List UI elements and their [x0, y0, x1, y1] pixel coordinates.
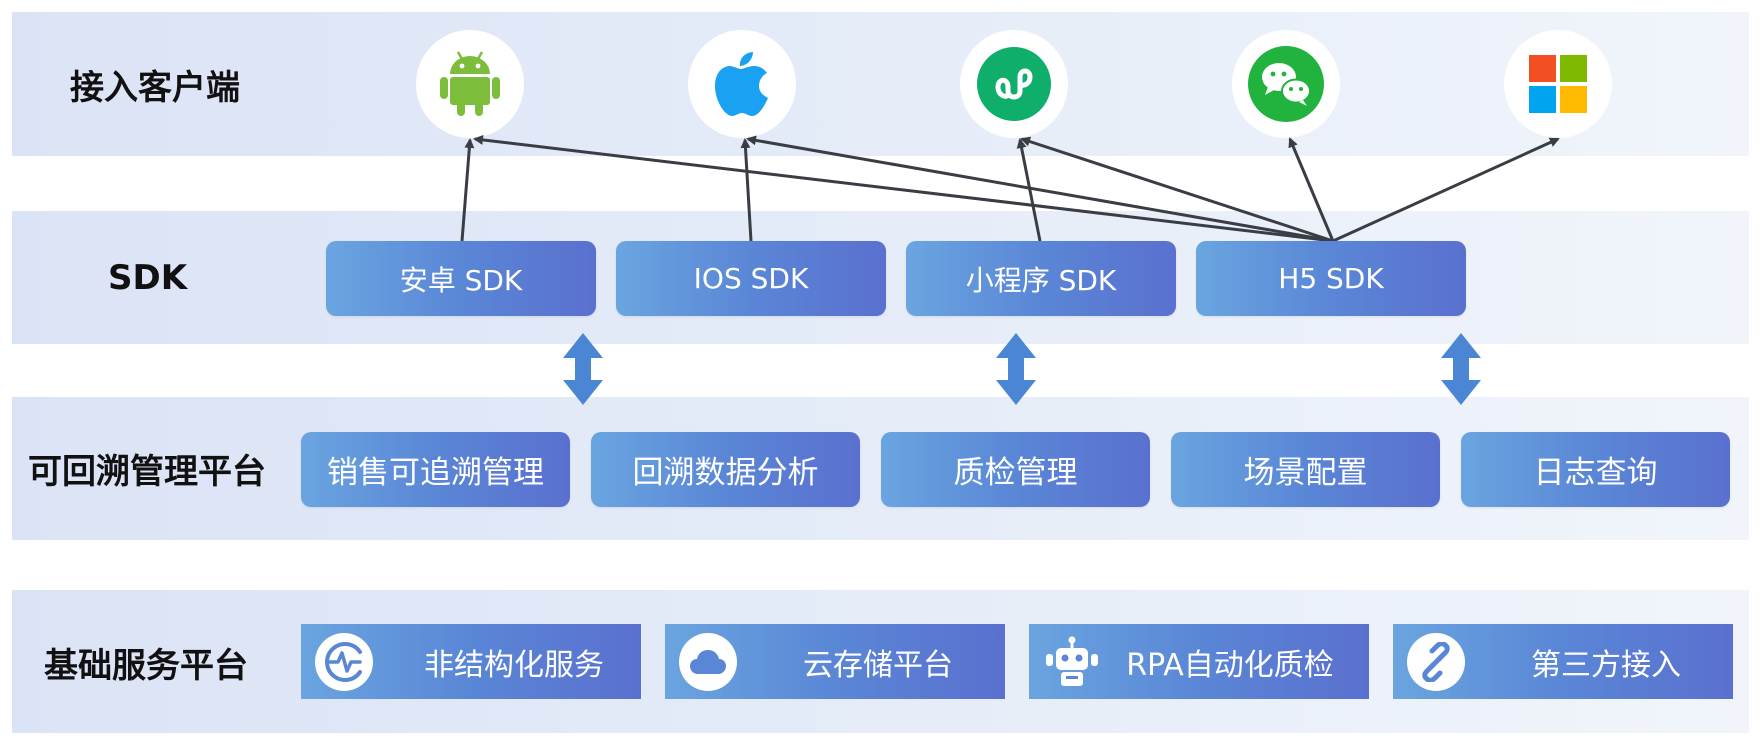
platform-scene-config: 场景配置	[1171, 432, 1440, 507]
sdk-ios: IOS SDK	[616, 241, 886, 316]
robot-icon	[1043, 633, 1101, 691]
platform-sales-trace: 销售可追溯管理	[301, 432, 570, 507]
double-arrow-1	[563, 333, 603, 405]
double-arrow-3	[1441, 333, 1481, 405]
sdk-label: SDK	[108, 258, 188, 298]
client-wechat	[1232, 30, 1340, 138]
sdk-h5: H5 SDK	[1196, 241, 1466, 316]
pulse-icon	[315, 633, 373, 691]
arrow-h5-to-android	[473, 134, 1334, 243]
base-unstructured: 非结构化服务	[301, 624, 641, 699]
arrow-ios-sdk-to-ios	[740, 138, 753, 242]
double-arrow-2	[996, 333, 1036, 405]
base-cloud-storage: 云存储平台	[665, 624, 1005, 699]
arrow-h5-to-wechat	[1288, 137, 1335, 242]
sdk-mini-program: 小程序 SDK	[906, 241, 1176, 316]
base-item-label: 第三方接入	[1531, 647, 1681, 683]
platform-data-analysis: 回溯数据分析	[591, 432, 860, 507]
client-mini-program	[960, 30, 1068, 138]
sdk-android: 安卓 SDK	[326, 241, 596, 316]
arrow-h5-to-windows	[1332, 137, 1560, 243]
cloud-icon	[679, 633, 737, 691]
base-item-label: RPA自动化质检	[1126, 647, 1334, 683]
mini-program-icon	[977, 47, 1051, 121]
apple-icon	[715, 52, 768, 116]
base-rpa: RPA自动化质检	[1029, 624, 1369, 699]
base-item-label: 云存储平台	[803, 647, 953, 683]
base-third-party: 第三方接入	[1393, 624, 1733, 699]
client-windows	[1504, 30, 1612, 138]
client-ios	[688, 30, 796, 138]
arrow-mini-sdk-to-mini	[1016, 138, 1042, 242]
base-label: 基础服务平台	[44, 645, 248, 686]
arrow-h5-to-mini	[1020, 136, 1334, 243]
windows-icon	[1529, 55, 1587, 113]
clients-label: 接入客户端	[70, 67, 240, 108]
clients-band	[12, 12, 1749, 156]
arrow-h5-to-ios	[746, 135, 1334, 243]
android-icon	[440, 51, 500, 116]
client-android	[416, 30, 524, 138]
platform-quality-check: 质检管理	[881, 432, 1150, 507]
arrow-android-sdk-to-android	[460, 138, 475, 242]
platform-log-query: 日志查询	[1461, 432, 1730, 507]
wechat-icon	[1248, 46, 1324, 122]
link-icon	[1407, 633, 1465, 691]
base-item-label: 非结构化服务	[424, 647, 604, 683]
platform-label: 可回溯管理平台	[28, 451, 266, 492]
